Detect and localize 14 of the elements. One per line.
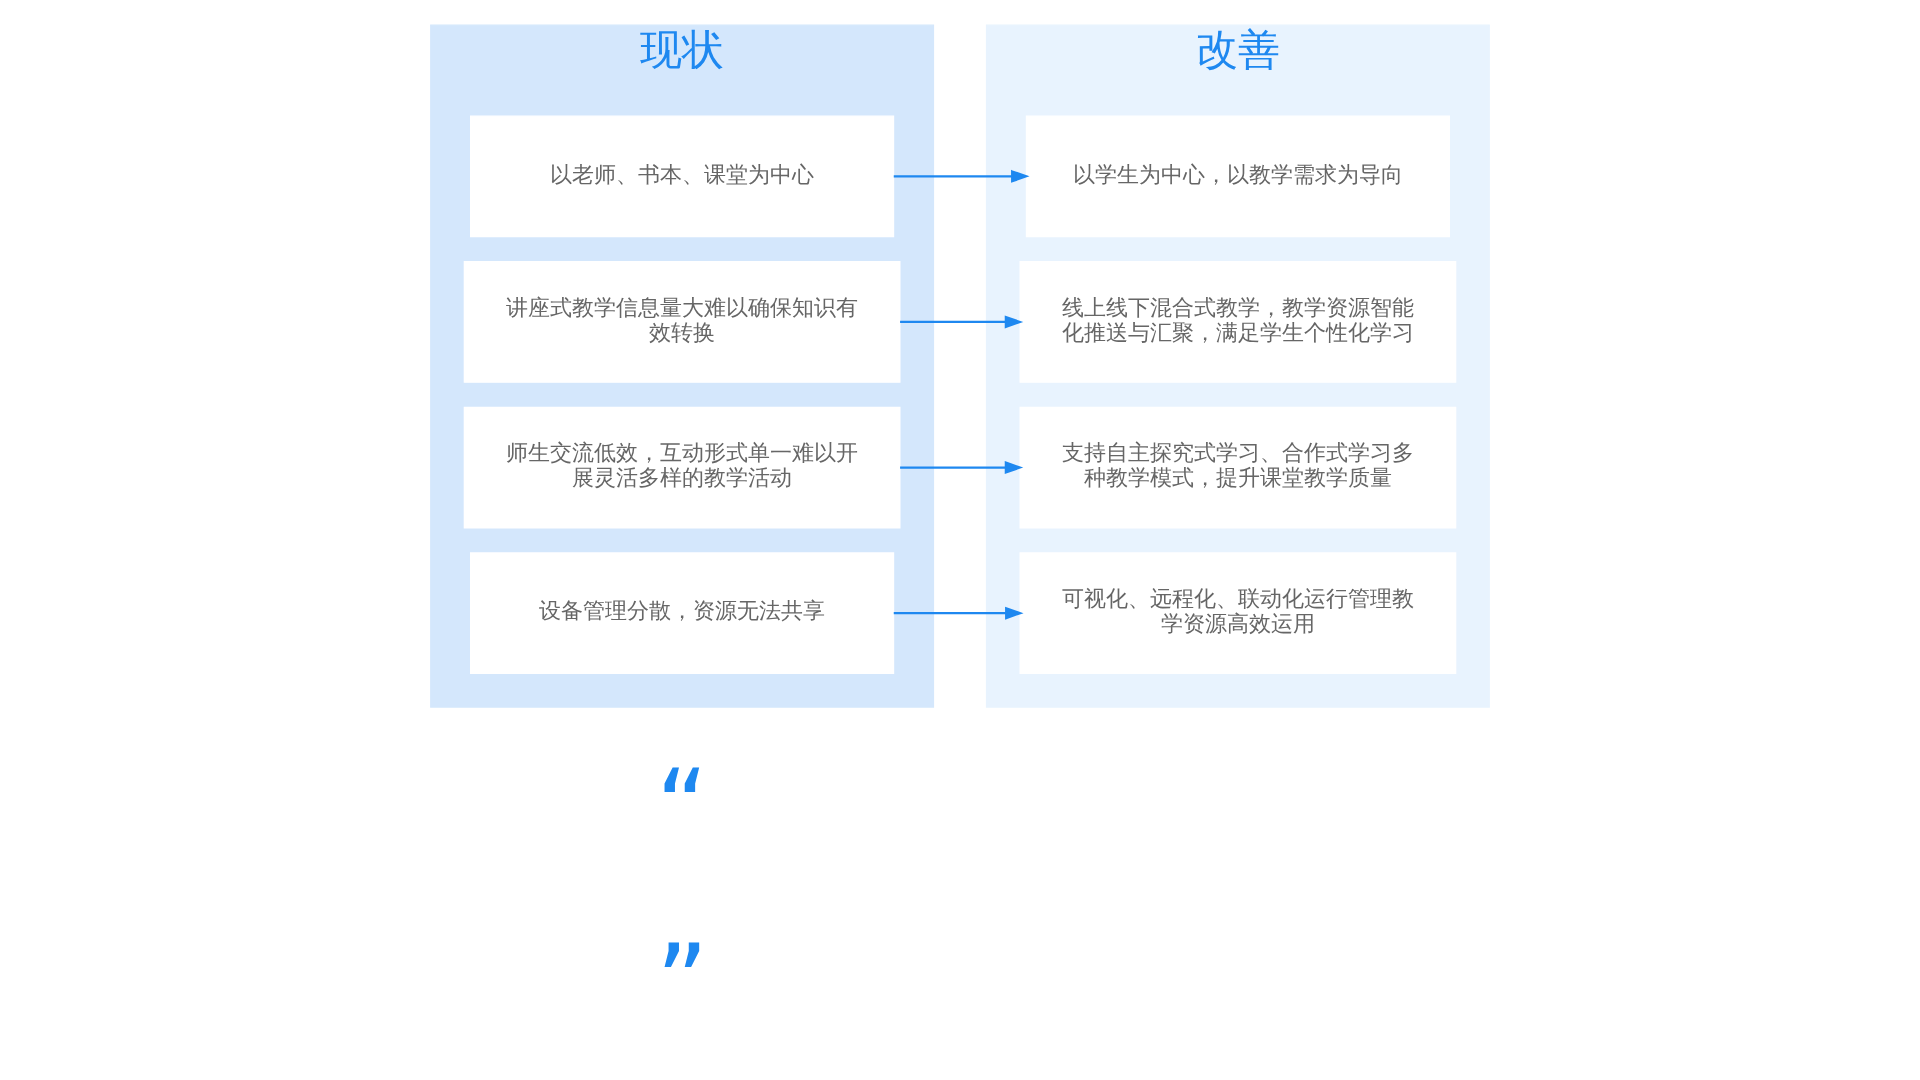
label: “ (655, 747, 709, 866)
node-box: 设备管理分散，资源无法共享 (470, 552, 895, 675)
node-box: 讲座式教学信息量大难以确保知识有效转换 (463, 261, 901, 383)
node-box: 可视化、远程化、联动化运行管理教学资源高效运用 (1019, 552, 1457, 675)
node-box: 师生交流低效，互动形式单一难以开展灵活多样的教学活动 (463, 406, 901, 529)
label: ” (655, 922, 709, 1041)
arrow (900, 315, 1024, 329)
node-box: 以老师、书本、课堂为中心 (470, 115, 895, 238)
arrow (893, 169, 1030, 183)
node-box: 支持自主探究式学习、合作式学习多种教学模式，提升课堂教学质量 (1019, 406, 1457, 529)
arrow (900, 461, 1024, 475)
node-box: 线上线下混合式教学，教学资源智能化推送与汇聚，满足学生个性化学习 (1019, 261, 1457, 383)
arrow (893, 606, 1024, 620)
node-box: 以学生为中心，以教学需求为导向 (1025, 115, 1450, 238)
